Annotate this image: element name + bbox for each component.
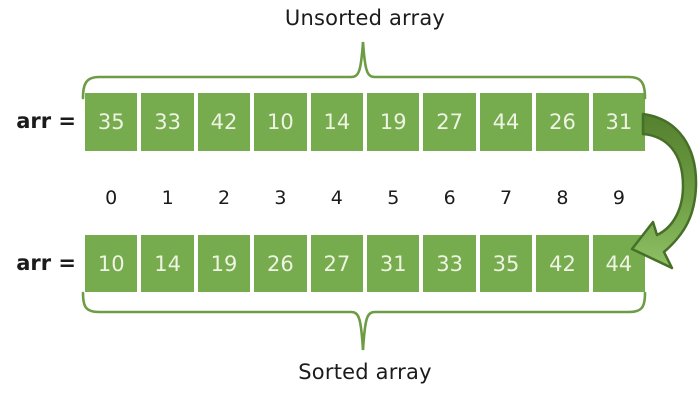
index-label: 0: [105, 187, 118, 209]
index-label: 2: [217, 187, 231, 209]
array-cell: 10: [85, 235, 138, 292]
array-cell: 26: [254, 235, 307, 292]
array-cell: 14: [141, 235, 194, 292]
index-label: 8: [556, 187, 569, 209]
array-cell: 31: [367, 235, 420, 292]
array-cell: 27: [423, 93, 476, 151]
unsorted-array-title: Unsorted array: [284, 6, 446, 30]
sorted-array-title: Sorted array: [298, 360, 432, 384]
index-label: 7: [500, 187, 513, 209]
curly-brace-down-icon: [81, 291, 647, 351]
array-cell: 19: [197, 235, 251, 292]
array-cell: 35: [85, 93, 138, 151]
index-label: 3: [274, 187, 287, 209]
array-cell: 44: [592, 235, 646, 292]
array-cell: 26: [536, 93, 589, 151]
array-cell: 19: [367, 93, 420, 151]
array-cell: 33: [423, 235, 476, 292]
array-cell: 31: [592, 93, 646, 151]
array-cell: 10: [254, 93, 307, 151]
array-cell: 42: [197, 93, 251, 151]
array-cell: 14: [310, 93, 364, 151]
array-cell: 35: [479, 235, 533, 292]
curly-brace-up-icon: [81, 41, 647, 100]
array-cell: 33: [141, 93, 194, 151]
index-label: 4: [330, 187, 343, 209]
index-label: 1: [161, 187, 174, 209]
array-variable-label-bottom: arr =: [16, 251, 76, 275]
array-cell: 42: [536, 235, 589, 292]
array-cell: 44: [479, 93, 533, 151]
index-row: 0 1 2 3 4 5 6 7 8 9: [85, 186, 645, 210]
array-cell: 27: [310, 235, 364, 292]
index-label: 5: [387, 187, 400, 209]
index-label: 9: [612, 187, 625, 209]
array-variable-label-top: arr =: [16, 109, 76, 133]
index-label: 6: [443, 187, 456, 209]
